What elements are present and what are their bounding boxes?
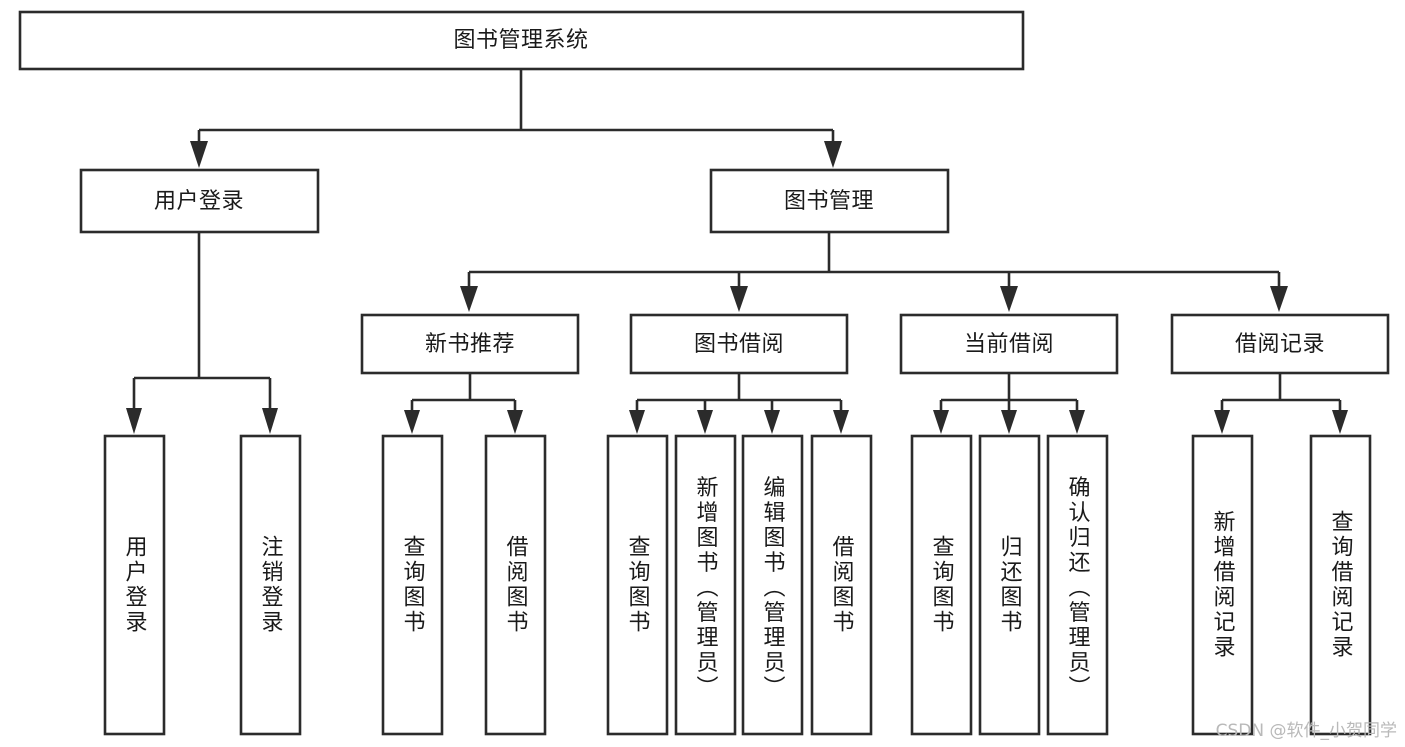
leaf-label: 确认归还（管理员） bbox=[1065, 476, 1091, 701]
leaf-box[interactable] bbox=[910, 434, 973, 736]
leaf-book-borrow-0[interactable]: 查询图书 bbox=[606, 434, 669, 736]
level3-box-0[interactable] bbox=[360, 313, 580, 375]
leaf-box[interactable] bbox=[239, 434, 302, 736]
connector-book-management-to-level3 bbox=[460, 232, 1288, 312]
leaf-box[interactable] bbox=[103, 434, 166, 736]
arrowhead-icon bbox=[1000, 286, 1018, 312]
arrowhead-icon bbox=[1214, 410, 1230, 434]
leaf-label: 查询图书 bbox=[625, 535, 651, 635]
arrowhead-icon bbox=[1332, 410, 1348, 434]
level2-label-0: 用户登录 bbox=[154, 189, 244, 214]
connector-book-borrow-to-leaves bbox=[629, 373, 849, 434]
arrowhead-icon bbox=[764, 410, 780, 434]
leaf-box[interactable] bbox=[810, 434, 873, 736]
leaf-current-borrow-1[interactable]: 归还图书 bbox=[978, 434, 1041, 736]
leaf-box[interactable] bbox=[674, 434, 737, 736]
connector-root-to-level2 bbox=[190, 69, 842, 168]
node-borrow-record[interactable]: 借阅记录 bbox=[1170, 313, 1390, 375]
level2-label-1: 图书管理 bbox=[784, 189, 874, 214]
leaf-book-borrow-2[interactable]: 编辑图书（管理员） bbox=[741, 434, 804, 736]
leaf-label: 新增借阅记录 bbox=[1210, 510, 1236, 660]
arrowhead-icon bbox=[629, 410, 645, 434]
level3-box-2[interactable] bbox=[899, 313, 1119, 375]
level3-label-3: 借阅记录 bbox=[1235, 332, 1325, 357]
level3-label-2: 当前借阅 bbox=[964, 332, 1054, 357]
leaf-label: 编辑图书（管理员） bbox=[760, 476, 786, 701]
arrowhead-icon bbox=[1270, 286, 1288, 312]
arrowhead-icon bbox=[126, 408, 142, 434]
leaf-box[interactable] bbox=[741, 434, 804, 736]
arrowhead-icon bbox=[824, 141, 842, 168]
leaf-user-login-1[interactable]: 注销登录 bbox=[239, 434, 302, 736]
arrowhead-icon bbox=[404, 410, 420, 434]
arrowhead-icon bbox=[697, 410, 713, 434]
node-user-login[interactable]: 用户登录 bbox=[79, 168, 320, 234]
leaf-borrow-record-0[interactable]: 新增借阅记录 bbox=[1191, 434, 1254, 736]
level3-label-1: 图书借阅 bbox=[694, 332, 784, 357]
leaf-book-borrow-3[interactable]: 借阅图书 bbox=[810, 434, 873, 736]
node-current-borrow[interactable]: 当前借阅 bbox=[899, 313, 1119, 375]
node-book-borrow[interactable]: 图书借阅 bbox=[629, 313, 849, 375]
leaf-box[interactable] bbox=[606, 434, 669, 736]
leaf-box[interactable] bbox=[1046, 434, 1109, 736]
leaf-label: 归还图书 bbox=[997, 535, 1023, 635]
leaf-new-book-1[interactable]: 借阅图书 bbox=[484, 434, 547, 736]
node-root[interactable]: 图书管理系统 bbox=[18, 10, 1025, 71]
leaf-label: 新增图书（管理员） bbox=[693, 476, 719, 701]
leaf-box[interactable] bbox=[978, 434, 1041, 736]
arrowhead-icon bbox=[730, 286, 748, 312]
leaf-book-borrow-1[interactable]: 新增图书（管理员） bbox=[674, 434, 737, 736]
leaf-box[interactable] bbox=[381, 434, 444, 736]
arrowhead-icon bbox=[460, 286, 478, 312]
arrowhead-icon bbox=[507, 410, 523, 434]
leaf-borrow-record-1[interactable]: 查询借阅记录 bbox=[1309, 434, 1372, 736]
arrowhead-icon bbox=[833, 410, 849, 434]
node-book-management[interactable]: 图书管理 bbox=[709, 168, 950, 234]
level3-label-0: 新书推荐 bbox=[425, 332, 515, 357]
leaf-current-borrow-0[interactable]: 查询图书 bbox=[910, 434, 973, 736]
leaf-label: 借阅图书 bbox=[829, 535, 855, 635]
arrowhead-icon bbox=[933, 410, 949, 434]
leaf-box[interactable] bbox=[1309, 434, 1372, 736]
connector-current-borrow-to-leaves bbox=[933, 373, 1085, 434]
leaf-new-book-0[interactable]: 查询图书 bbox=[381, 434, 444, 736]
leaf-current-borrow-2[interactable]: 确认归还（管理员） bbox=[1046, 434, 1109, 736]
leaf-label: 用户登录 bbox=[122, 535, 148, 635]
root-label: 图书管理系统 bbox=[453, 28, 588, 53]
leaf-label: 借阅图书 bbox=[503, 535, 529, 635]
leaf-box[interactable] bbox=[484, 434, 547, 736]
leaf-label: 查询借阅记录 bbox=[1328, 510, 1354, 660]
connector-borrow-record-to-leaves bbox=[1214, 373, 1348, 434]
arrowhead-icon bbox=[1001, 410, 1017, 434]
node-new-book-recommend[interactable]: 新书推荐 bbox=[360, 313, 580, 375]
connector-user-login-to-leaves bbox=[126, 232, 278, 434]
leaf-user-login-0[interactable]: 用户登录 bbox=[103, 434, 166, 736]
leaf-label: 查询图书 bbox=[929, 535, 955, 635]
leaf-box[interactable] bbox=[1191, 434, 1254, 736]
arrowhead-icon bbox=[190, 141, 208, 168]
arrowhead-icon bbox=[1069, 410, 1085, 434]
connector-new-book-to-leaves bbox=[404, 373, 523, 434]
root-box[interactable] bbox=[18, 10, 1025, 71]
arrowhead-icon bbox=[262, 408, 278, 434]
leaf-label: 查询图书 bbox=[400, 535, 426, 635]
level2-box-0[interactable] bbox=[79, 168, 320, 234]
leaf-label: 注销登录 bbox=[258, 535, 284, 635]
